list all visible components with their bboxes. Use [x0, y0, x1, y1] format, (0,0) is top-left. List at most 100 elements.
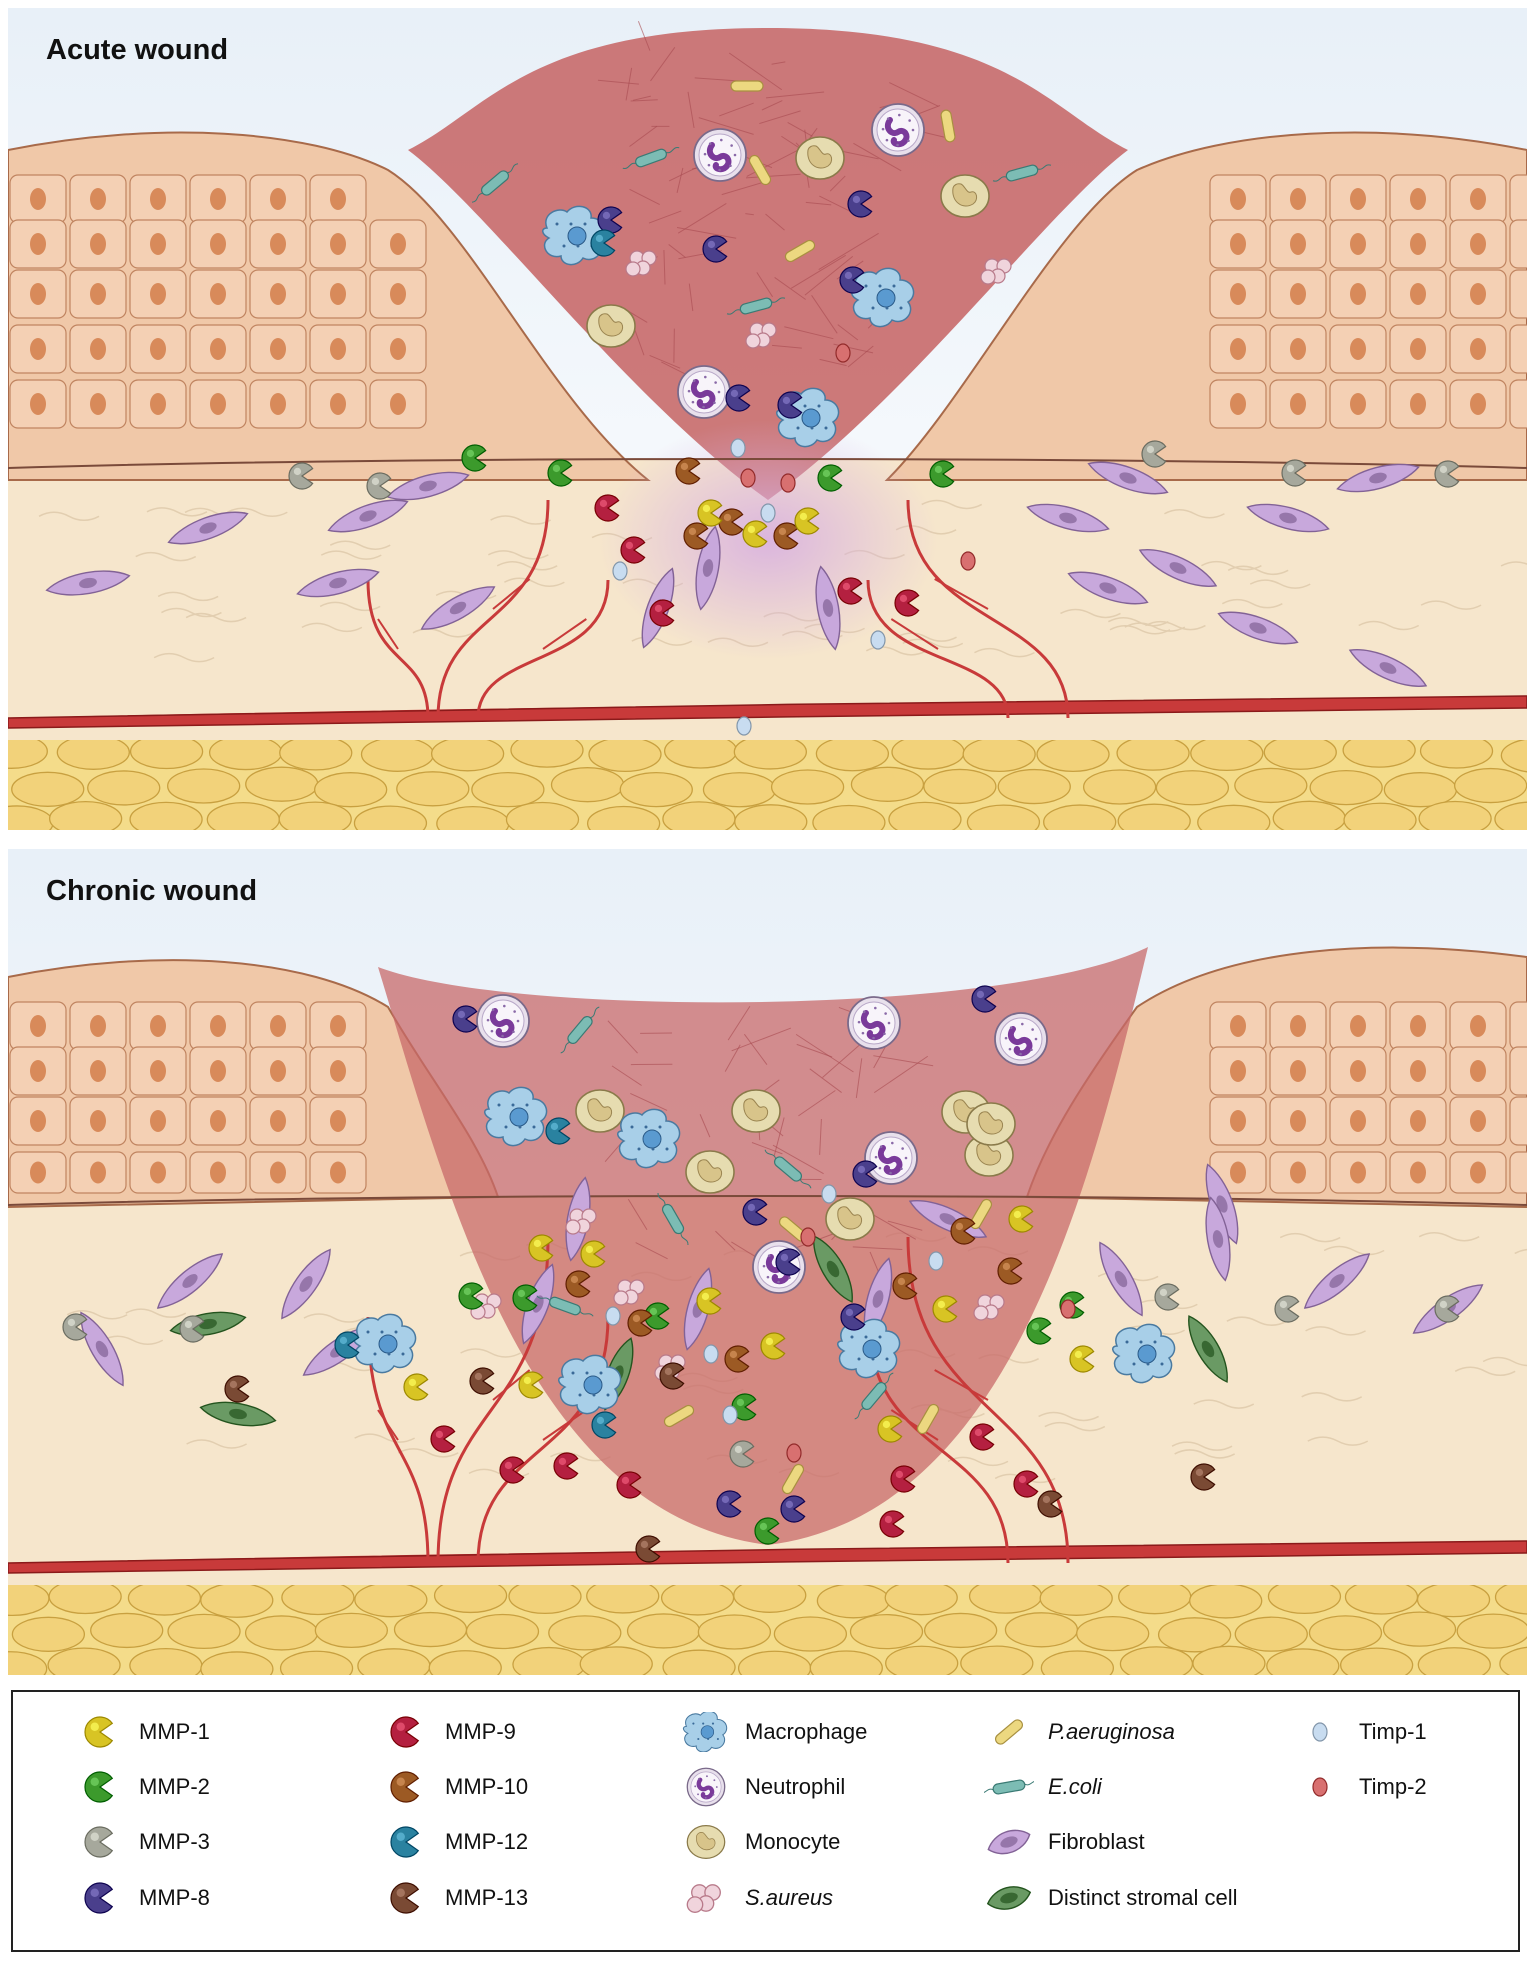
mmp2-icon — [929, 460, 955, 488]
e-coli-icon — [854, 1372, 894, 1420]
timp2-icon — [740, 468, 756, 488]
mmp3-icon — [1281, 459, 1307, 487]
fibroblast-icon — [1246, 503, 1330, 533]
capillaries — [366, 499, 1070, 719]
s-aureus-icon — [686, 1884, 721, 1913]
e-coli-icon — [536, 1295, 594, 1317]
mmp9-icon — [390, 1716, 420, 1748]
legend-item-timp1: Timp-1 — [1295, 1712, 1427, 1752]
legend-label-mmp8: MMP-8 — [139, 1885, 210, 1910]
mmp10-icon — [892, 1272, 918, 1300]
legend-label-mmp13: MMP-13 — [445, 1885, 529, 1910]
mmp9-legend-icon — [390, 1716, 420, 1748]
mmp1-icon — [1069, 1345, 1095, 1373]
stromal-cell-icon — [813, 1235, 853, 1303]
mmp8-icon — [725, 384, 751, 412]
stromal-cell-icon — [199, 1401, 277, 1427]
keratinocyte-cells — [9, 174, 1527, 429]
mmp13-legend-icon — [390, 1882, 420, 1914]
stromal-cell-icon — [1188, 1315, 1228, 1383]
fibroblast-icon — [1217, 611, 1299, 645]
timp1-icon — [730, 438, 746, 458]
legend-label-neutrophil: Neutrophil — [745, 1774, 846, 1799]
legend-label-stromal: Distinct stromal cell — [1048, 1885, 1238, 1910]
timp2-icon — [786, 1443, 802, 1463]
macrophage-icon — [1112, 1323, 1176, 1384]
fibroblast-icon — [521, 1263, 555, 1345]
mmp2-legend-icon — [84, 1771, 114, 1803]
mmp3-icon — [1154, 1283, 1180, 1311]
timp2-legend-icon — [1312, 1777, 1328, 1797]
neutrophil-icon — [864, 1131, 918, 1185]
macrophage-icon — [617, 1108, 681, 1169]
mmp10-icon — [724, 1345, 750, 1373]
mmp3-icon — [288, 462, 314, 490]
mmp8-icon — [777, 391, 803, 419]
legend-item-fibroblast: Fibroblast — [984, 1822, 1145, 1862]
mmp1-icon — [528, 1234, 554, 1262]
mmp3-icon — [1274, 1295, 1300, 1323]
chronic-wound-panel: Chronic wound — [8, 849, 1527, 1675]
macrophage-legend-icon — [682, 1712, 728, 1752]
mmp3-legend-icon — [84, 1826, 114, 1858]
legend-label-mmp1: MMP-1 — [139, 1719, 210, 1744]
mmp1-icon — [84, 1716, 114, 1748]
mmp2-icon — [512, 1284, 538, 1312]
legend-item-mmp13: MMP-13 — [381, 1878, 528, 1918]
fibroblast-legend-icon — [987, 1829, 1031, 1855]
timp1-icon — [703, 1344, 719, 1364]
monocyte-icon — [586, 304, 636, 348]
chronic-cells — [62, 985, 1484, 1563]
fibroblast-icon — [1099, 1241, 1143, 1317]
mmp10-legend-icon — [390, 1771, 420, 1803]
monocyte-icon — [686, 1824, 726, 1860]
legend-label-timp1: Timp-1 — [1359, 1719, 1427, 1744]
mmp8-icon — [742, 1198, 768, 1226]
acute-cells — [45, 80, 1460, 736]
mmp12-icon — [590, 229, 616, 257]
macrophage-icon — [484, 1086, 548, 1147]
mmp9-icon — [837, 577, 863, 605]
timp1-legend-icon — [1312, 1722, 1328, 1742]
fibroblast-icon — [987, 1829, 1031, 1855]
fibroblast-icon — [386, 471, 470, 501]
mmp8-icon — [971, 985, 997, 1013]
mmp8-icon — [780, 1495, 806, 1523]
mmp2-icon — [1026, 1317, 1052, 1345]
fibroblast-icon — [1303, 1253, 1371, 1309]
monocyte-icon — [825, 1197, 875, 1241]
fibroblast-icon — [327, 499, 409, 533]
acute-wound-illustration — [8, 8, 1527, 830]
legend-item-mmp2: MMP-2 — [75, 1767, 210, 1807]
legend-item-neutrophil: Neutrophil — [681, 1767, 845, 1807]
mmp8-icon — [452, 1005, 478, 1033]
p-aeruginosa-icon — [994, 1719, 1024, 1745]
mmp2-icon — [458, 1282, 484, 1310]
mmp9-icon — [499, 1456, 525, 1484]
mmp2-icon — [461, 444, 487, 472]
legend-item-stromal: Distinct stromal cell — [984, 1878, 1237, 1918]
mmp9-icon — [594, 494, 620, 522]
mmp2-icon — [547, 459, 573, 487]
neutrophil-icon — [693, 128, 747, 182]
mmp9-icon — [879, 1510, 905, 1538]
mmp3-icon — [366, 472, 392, 500]
mmp1-icon — [403, 1373, 429, 1401]
mmp9-icon — [969, 1423, 995, 1451]
fibroblast-icon — [296, 568, 380, 598]
mmp1-icon — [696, 1287, 722, 1315]
mmp2-icon — [84, 1771, 114, 1803]
chronic-wound-title: Chronic wound — [46, 875, 258, 907]
mmp8-icon — [840, 1303, 866, 1331]
legend-label-mmp12: MMP-12 — [445, 1829, 529, 1854]
monocyte-icon — [940, 174, 990, 218]
mmp10-icon — [683, 522, 709, 550]
p-aeruginosa-icon — [781, 1463, 805, 1495]
legend-label-mmp10: MMP-10 — [445, 1774, 529, 1799]
acute-wound-panel: Acute wound — [8, 8, 1527, 830]
mmp10-icon — [997, 1257, 1023, 1285]
s-aureus-icon — [625, 250, 657, 277]
legend-label-monocyte: Monocyte — [745, 1829, 841, 1854]
fibroblast-icon — [80, 1311, 124, 1387]
s-aureus-icon — [565, 1208, 597, 1235]
